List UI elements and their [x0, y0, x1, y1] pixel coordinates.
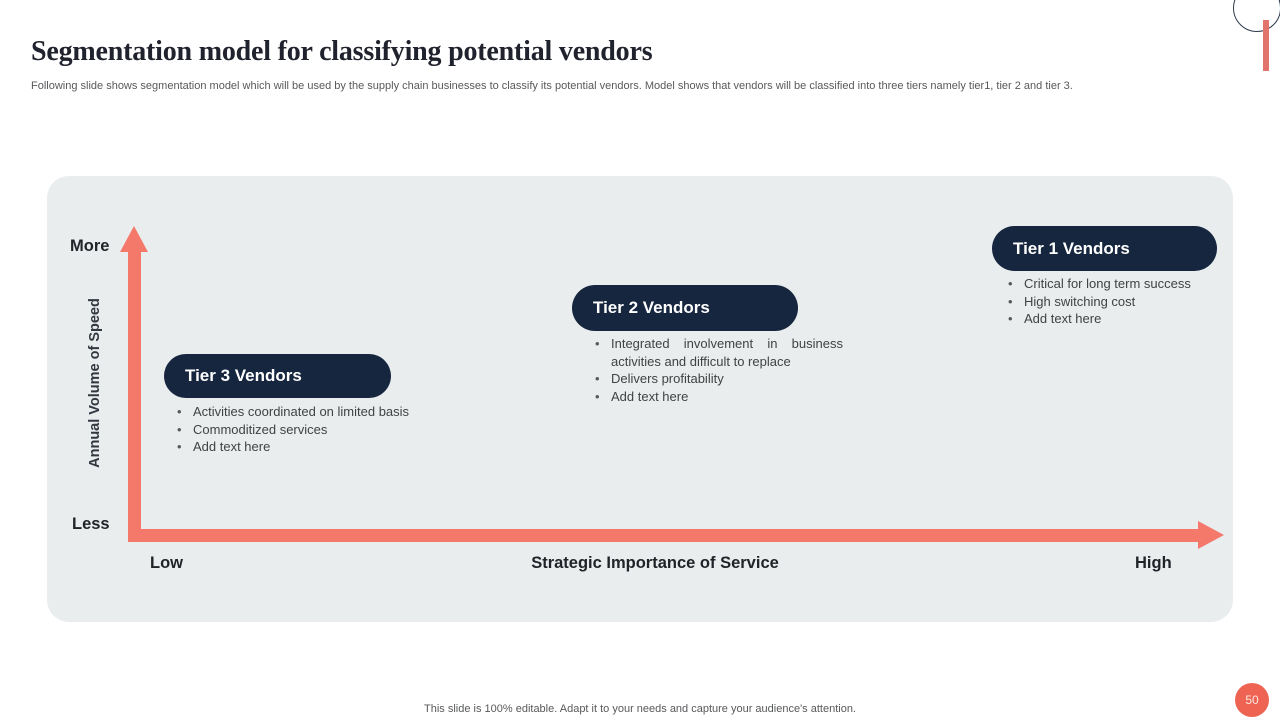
- tier2-bullet-list: Integrated involvement in business activ…: [593, 335, 843, 405]
- y-axis-top-label: More: [70, 237, 110, 255]
- decorative-circle: [1233, 0, 1280, 32]
- bullet-item: Add text here: [1006, 310, 1224, 328]
- tier2-pill: Tier 2 Vendors: [572, 285, 798, 331]
- tier3-bullet-list: Activities coordinated on limited basis …: [175, 403, 460, 456]
- y-axis-line: [128, 250, 141, 542]
- x-axis-left-label: Low: [150, 554, 183, 572]
- slide-subtitle: Following slide shows segmentation model…: [31, 80, 1073, 92]
- y-axis-bottom-label: Less: [72, 515, 110, 533]
- bullet-item: Integrated involvement in business activ…: [593, 335, 843, 370]
- y-axis-arrowhead: [120, 226, 148, 252]
- x-axis-line: [128, 529, 1198, 542]
- x-axis-arrowhead: [1198, 521, 1224, 549]
- page-number-badge: 50: [1235, 683, 1269, 717]
- accent-bar: [1263, 20, 1269, 71]
- bullet-item: Activities coordinated on limited basis: [175, 403, 460, 421]
- bullet-item: Add text here: [175, 438, 460, 456]
- bullet-item: Add text here: [593, 388, 843, 406]
- tier1-bullet-list: Critical for long term success High swit…: [1006, 275, 1224, 328]
- bullet-item: Delivers profitability: [593, 370, 843, 388]
- bullet-item: Commoditized services: [175, 421, 460, 439]
- tier3-pill: Tier 3 Vendors: [164, 354, 391, 398]
- bullet-item: Critical for long term success: [1006, 275, 1224, 293]
- y-axis-title: Annual Volume of Speed: [87, 298, 103, 468]
- slide-title: Segmentation model for classifying poten…: [31, 36, 653, 67]
- footer-note: This slide is 100% editable. Adapt it to…: [424, 703, 856, 715]
- x-axis-title: Strategic Importance of Service: [531, 554, 779, 572]
- tier1-pill: Tier 1 Vendors: [992, 226, 1217, 271]
- x-axis-right-label: High: [1135, 554, 1172, 572]
- bullet-item: High switching cost: [1006, 293, 1224, 311]
